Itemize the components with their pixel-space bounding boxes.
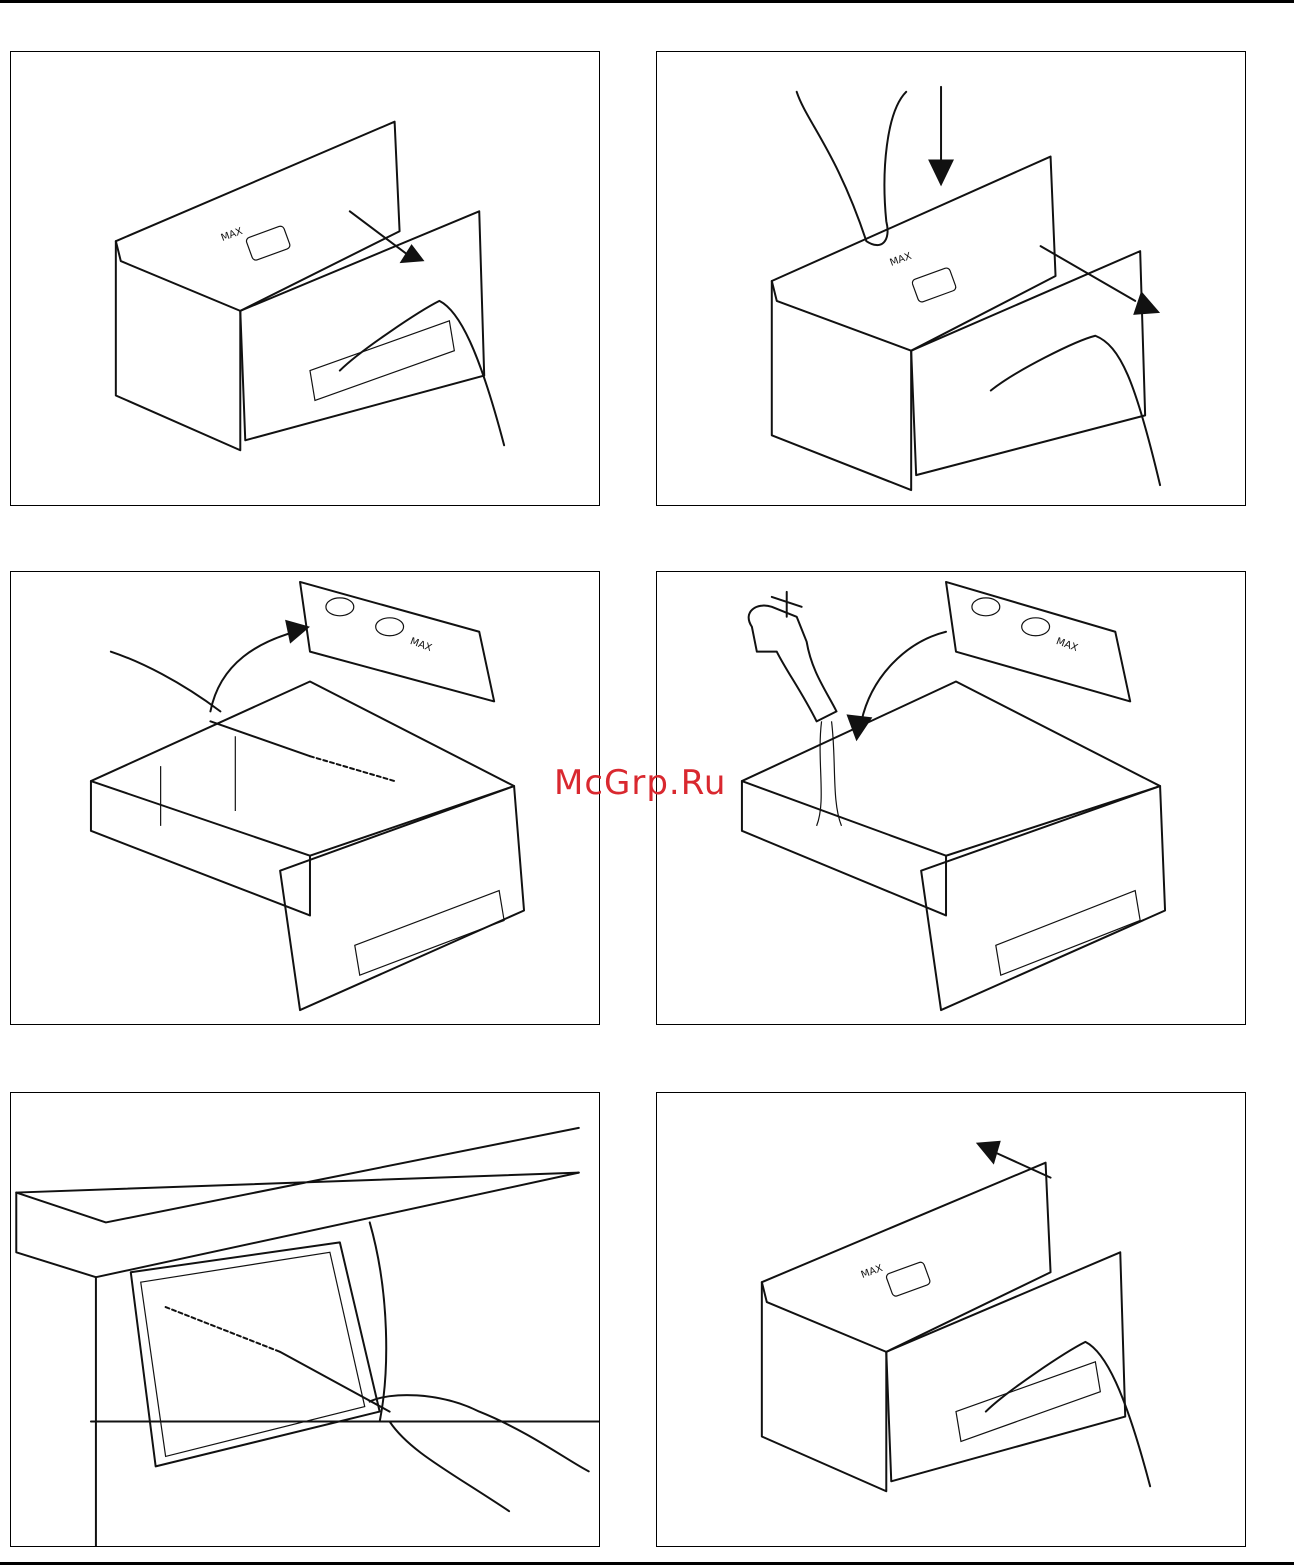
watermark-text: McGrp.Ru (554, 763, 726, 803)
step-5-panel (10, 1092, 600, 1547)
step-4-panel: MAX (656, 571, 1246, 1025)
step-2-panel: MAX (656, 51, 1246, 506)
cleaning-brush-icon (210, 721, 394, 781)
max-label: MAX (220, 226, 245, 244)
max-label: MAX (1055, 636, 1080, 654)
cleaning-brush-icon (166, 1307, 390, 1412)
top-rule (0, 0, 1294, 3)
max-label: MAX (409, 636, 434, 654)
recess-brush-illustration (11, 1093, 599, 1546)
drawer-rinse-illustration: MAX (657, 572, 1245, 1024)
bottom-rule (0, 1562, 1294, 1565)
drawer-insert-lid (300, 582, 494, 701)
drawer-pull-out-illustration: MAX (11, 52, 599, 505)
step-6-panel: MAX (656, 1092, 1246, 1547)
step-3-panel: MAX (10, 571, 600, 1025)
max-label: MAX (889, 251, 914, 269)
max-label: MAX (860, 1263, 885, 1281)
drawer-brush-illustration: MAX (11, 572, 599, 1024)
drawer-push-in-illustration: MAX (657, 1093, 1245, 1546)
drawer-release-illustration: MAX (657, 52, 1245, 505)
water-tap-icon (749, 592, 837, 721)
step-1-panel: MAX (10, 51, 600, 506)
